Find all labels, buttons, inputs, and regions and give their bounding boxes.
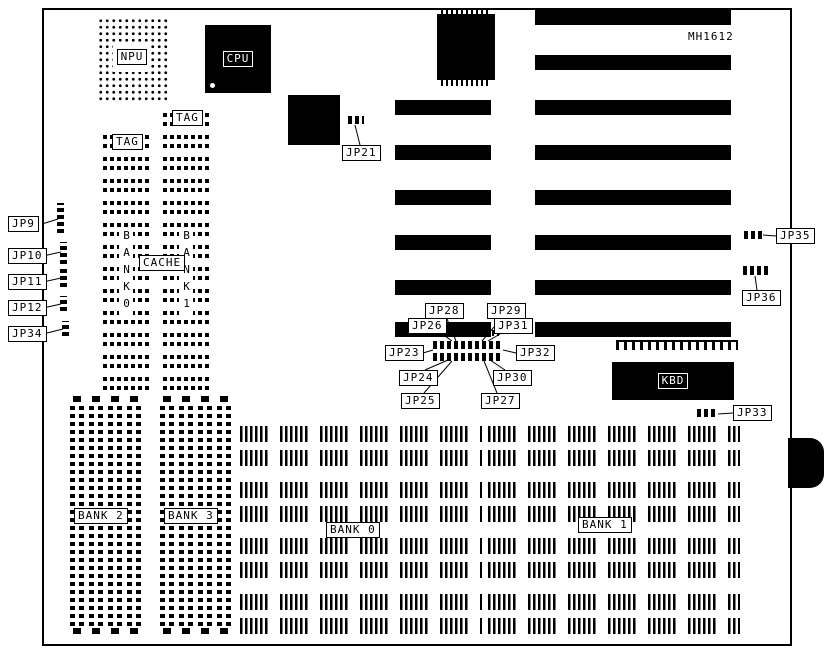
dram-band: [240, 534, 482, 578]
jumper-pins-jp9: [57, 203, 64, 233]
tag-label-left: TAG: [112, 134, 143, 150]
kbd-pin-header: [616, 340, 738, 355]
qfp-pins-top: [441, 8, 491, 14]
jumper-label-jp35: JP35: [776, 228, 815, 244]
dram-band: [488, 422, 740, 466]
jumper-label-jp10: JP10: [8, 248, 47, 264]
npu-label: NPU: [116, 49, 148, 65]
jumper-cluster-ticks: [437, 330, 499, 336]
din-keyboard-port: [788, 438, 824, 488]
dram-band: [240, 422, 482, 466]
jumper-pins-jp35: [744, 231, 764, 239]
isa-slot-segment: [395, 280, 491, 295]
jumper-label-jp12: JP12: [8, 300, 47, 316]
jumper-pins-jp12: [60, 296, 67, 311]
jumper-label-jp23: JP23: [385, 345, 424, 361]
isa-slot-segment: [395, 235, 491, 250]
jumper-cluster-grid: [433, 340, 503, 361]
simm-slot: [127, 396, 141, 634]
jumper-label-jp32: JP32: [516, 345, 555, 361]
bank2-label: BANK 2: [74, 508, 128, 524]
jumper-pins-jp34: [62, 321, 69, 336]
bank1-label: BANK 1: [578, 517, 632, 533]
jumper-label-jp36: JP36: [742, 290, 781, 306]
jumper-label-jp31: JP31: [494, 318, 533, 334]
model-number: MH1612: [688, 30, 734, 43]
chipset-chip: [288, 95, 340, 145]
qfp-pins-bottom: [441, 80, 491, 86]
jumper-pins-jp33: [697, 409, 717, 417]
bank3-label: BANK 3: [164, 508, 218, 524]
dram-band: [488, 534, 740, 578]
tag-label-right: TAG: [172, 110, 203, 126]
jumper-pins-jp36: [743, 266, 769, 275]
isa-slot-segment: [535, 145, 731, 160]
jumper-pins-jp11: [60, 269, 67, 287]
jumper-label-jp24: JP24: [399, 370, 438, 386]
dram-band: [240, 590, 482, 634]
isa-slot-segment: [535, 100, 731, 115]
jumper-pins-jp10: [60, 242, 67, 264]
bank0-label: BANK 0: [326, 522, 380, 538]
npu-socket-center: NPU: [113, 42, 151, 72]
kbd-connector: KBD: [612, 362, 734, 400]
jumper-label-jp30: JP30: [493, 370, 532, 386]
jumper-label-jp34: JP34: [8, 326, 47, 342]
dram-band: [488, 590, 740, 634]
isa-slot-segment: [535, 10, 731, 25]
qfp-chip: [437, 14, 495, 80]
jumper-label-jp28: JP28: [425, 303, 464, 319]
simm-slot: [217, 396, 231, 634]
isa-slot-segment: [395, 100, 491, 115]
jumper-label-jp25: JP25: [401, 393, 440, 409]
cpu-label: CPU: [222, 51, 254, 67]
dram-band: [240, 478, 482, 522]
jumper-label-jp9: JP9: [8, 216, 39, 232]
cache-label: CACHE: [139, 255, 186, 271]
isa-slot-segment: [395, 190, 491, 205]
jumper-label-jp11: JP11: [8, 274, 47, 290]
pin1-marker: [210, 83, 215, 88]
jumper-label-jp21: JP21: [342, 145, 381, 161]
cache-bank0-vertical-label: BANK0: [119, 228, 133, 315]
cache-bank1-vertical-label: BANK1: [179, 228, 193, 315]
cpu-chip: CPU: [205, 25, 271, 93]
isa-slot-segment: [535, 322, 731, 337]
npu-socket: NPU: [96, 16, 168, 102]
jumper-label-jp26: JP26: [408, 318, 447, 334]
jumper-label-jp27: JP27: [481, 393, 520, 409]
jumper-label-jp33: JP33: [733, 405, 772, 421]
dram-band: [488, 478, 740, 522]
jumper-label-jp29: JP29: [487, 303, 526, 319]
isa-slot-segment: [535, 190, 731, 205]
isa-slot-segment: [535, 55, 731, 70]
kbd-label: KBD: [657, 373, 689, 389]
isa-slot-segment: [535, 280, 731, 295]
isa-slot-segment: [535, 235, 731, 250]
isa-slot-segment: [395, 145, 491, 160]
jumper-pins-jp21: [348, 116, 364, 124]
